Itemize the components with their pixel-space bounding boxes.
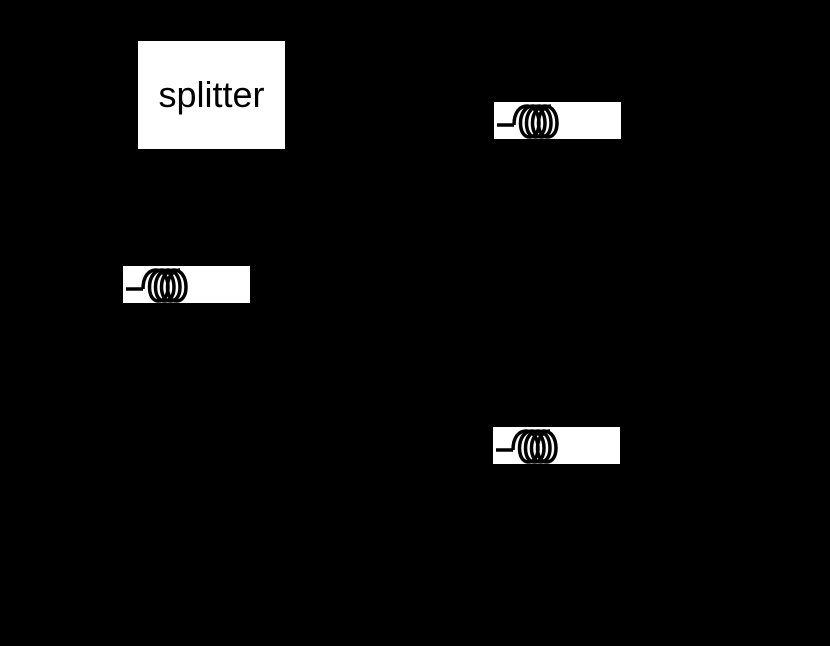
coil-loop-1	[518, 104, 541, 139]
entry-arc	[141, 268, 157, 290]
coil-loop-4	[535, 429, 558, 464]
coil-loop-4	[165, 268, 188, 303]
splitter-label: splitter	[158, 74, 265, 115]
coil-loop-1	[517, 429, 540, 464]
inductor-wire-group	[496, 429, 558, 464]
inductor-wire-group	[497, 104, 559, 139]
coil-loop-2	[524, 104, 547, 139]
coil-loop-1	[147, 268, 170, 303]
inductor-symbol-3[interactable]	[493, 427, 620, 464]
entry-arc	[511, 429, 527, 451]
coil-loop-3	[159, 268, 182, 303]
coil-loop-4	[536, 104, 559, 139]
coil-loop-2	[523, 429, 546, 464]
coil-loop-3	[529, 429, 552, 464]
inductor-wire-group	[126, 268, 188, 303]
inductor-symbol-2[interactable]	[123, 266, 250, 303]
coil-loop-2	[153, 268, 176, 303]
entry-arc	[512, 104, 528, 126]
inductor-symbol-1[interactable]	[494, 102, 621, 139]
splitter-block[interactable]: splitter	[138, 41, 285, 149]
inductor-coil-icon	[496, 429, 558, 464]
coil-loop-3	[530, 104, 553, 139]
inductor-coil-icon	[126, 268, 188, 303]
inductor-coil-icon	[497, 104, 559, 139]
